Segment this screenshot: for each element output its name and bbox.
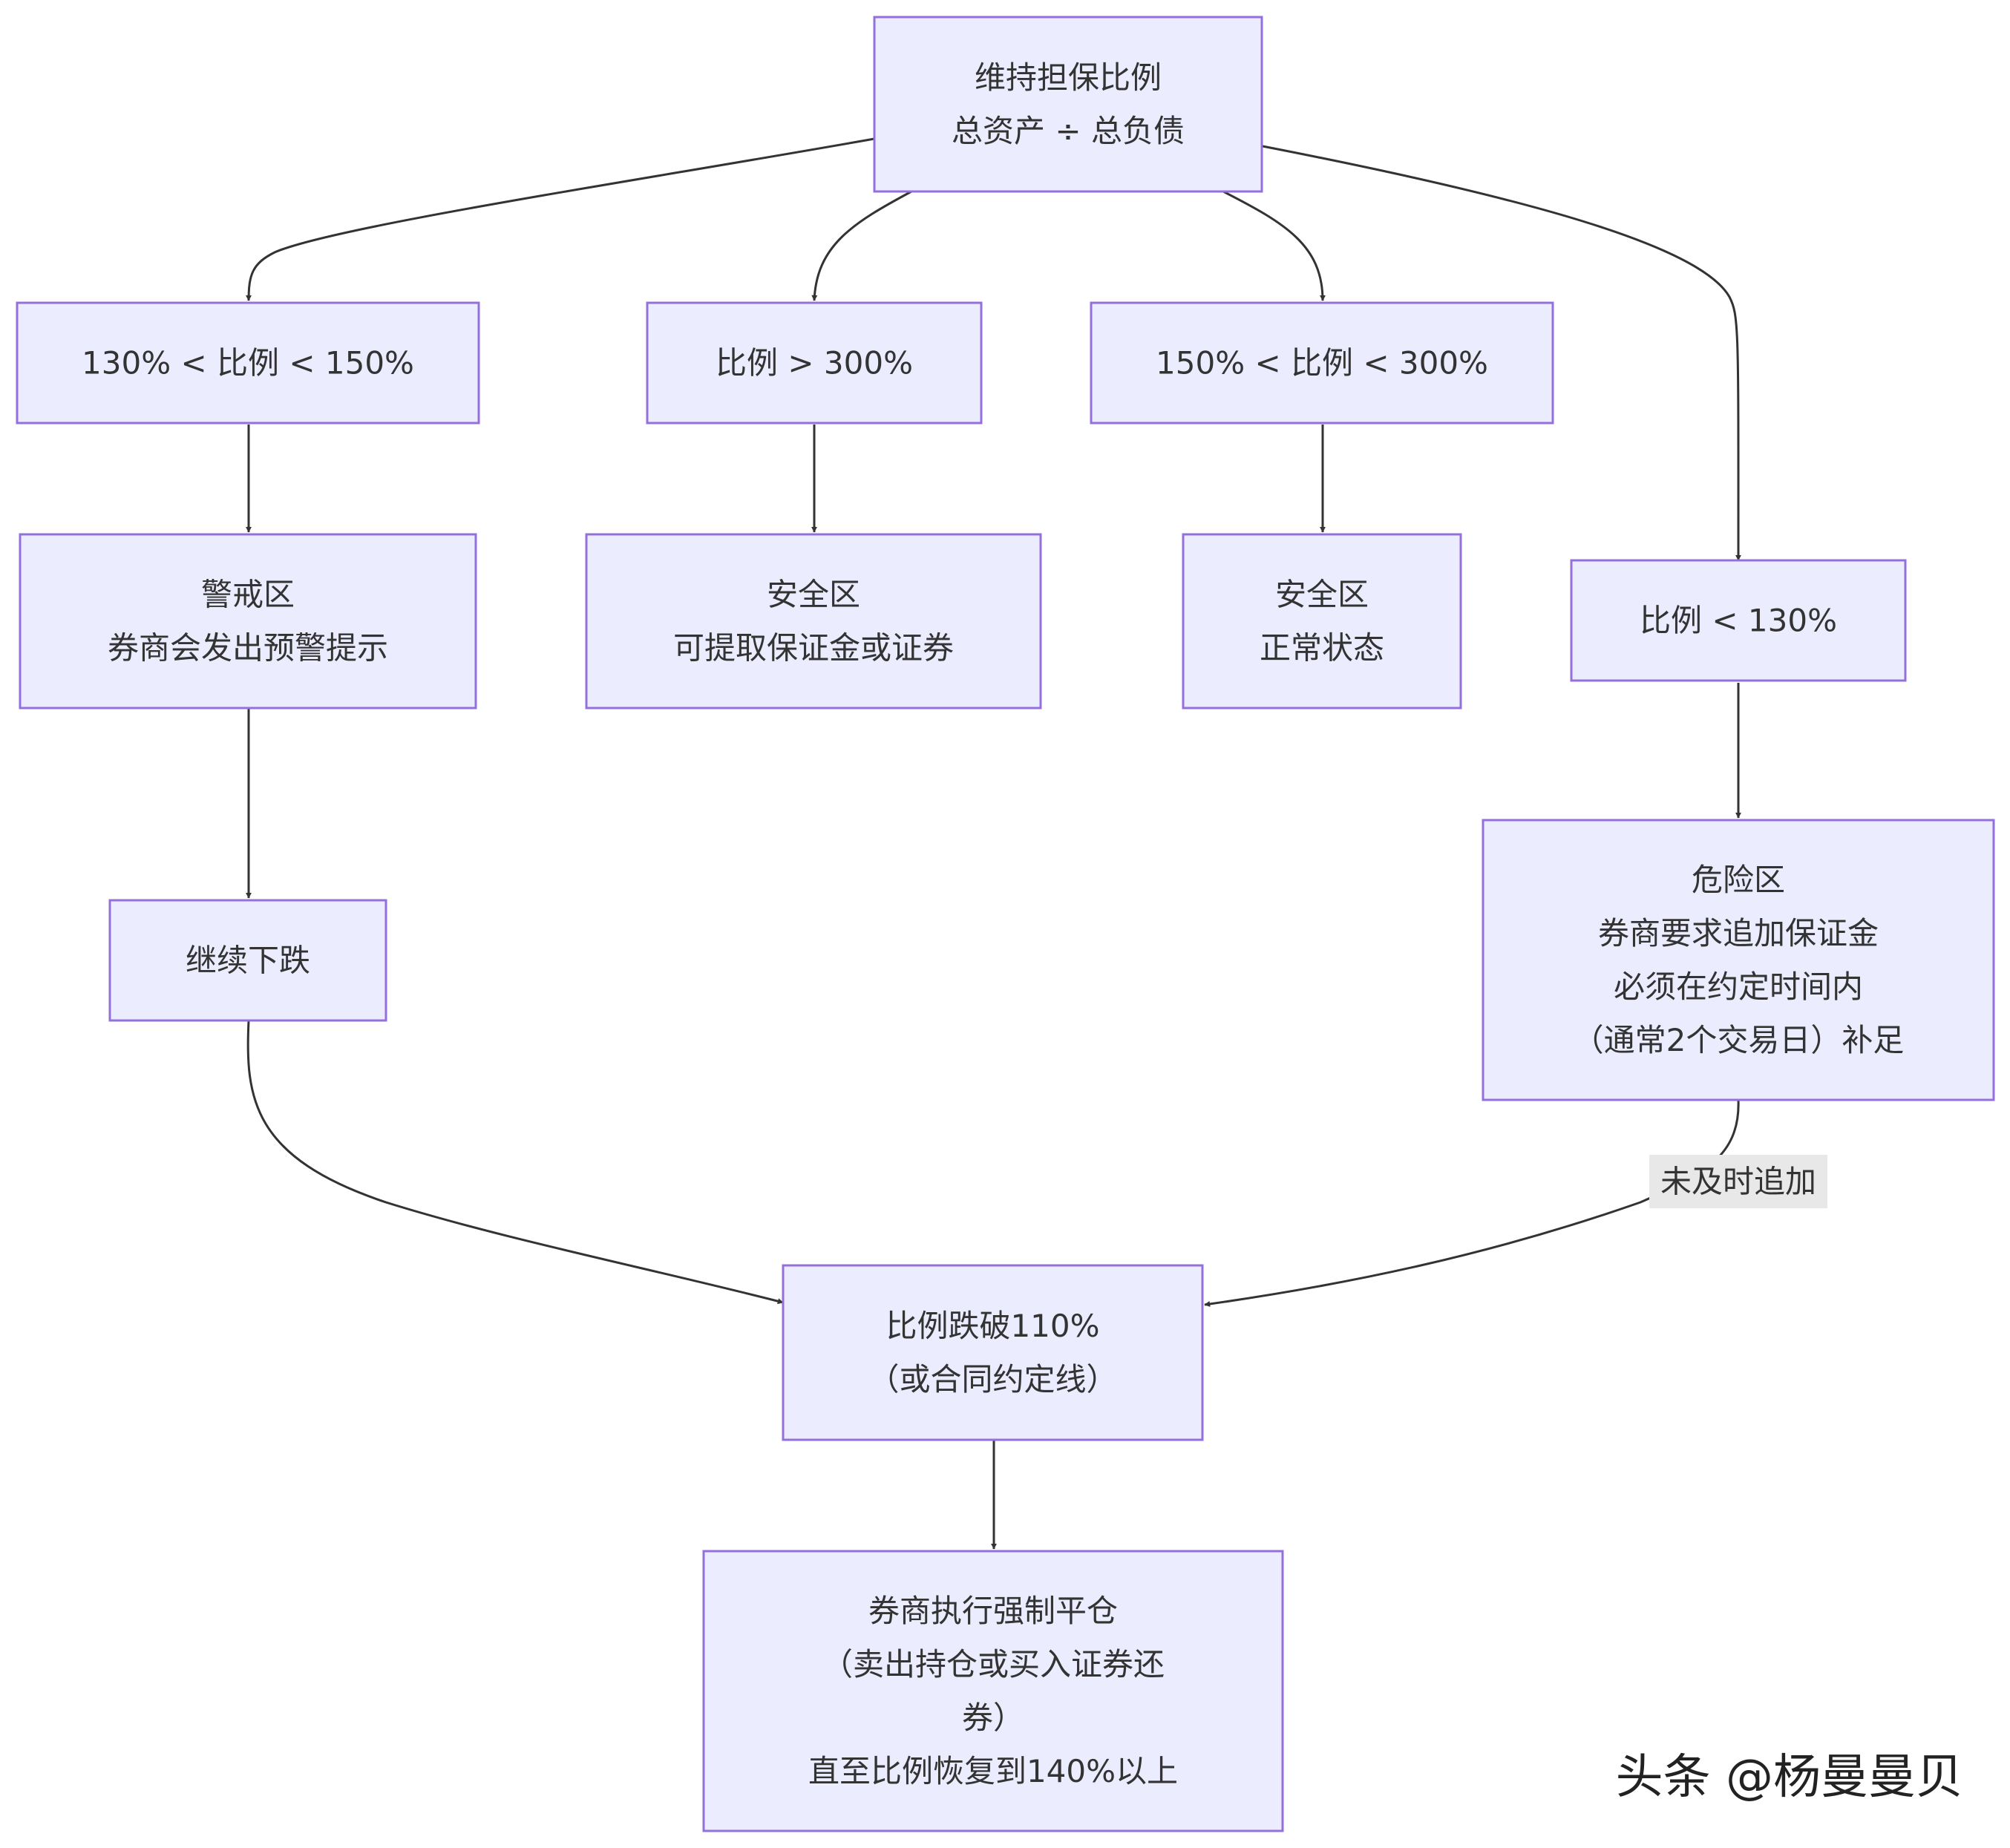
node-text-line: 警戒区 bbox=[201, 577, 295, 613]
node-box bbox=[1482, 819, 1995, 1101]
edge-continue-fall-to-below-110 bbox=[246, 1020, 784, 1305]
node-text-line: 维持担保比例 bbox=[975, 59, 1162, 96]
node-text-line: 券商要求追加保证金 bbox=[1598, 915, 1879, 951]
node-box bbox=[585, 533, 1042, 710]
edge-root-to-lt-130 bbox=[1262, 145, 1742, 561]
edge-root-to-gt-300 bbox=[811, 190, 912, 301]
node-range-130-150: 130% < 比例 < 150% bbox=[16, 301, 480, 425]
node-text-line: 正常状态 bbox=[1260, 630, 1384, 666]
node-box bbox=[702, 1550, 1284, 1832]
node-text-line: 可提取保证金或证券 bbox=[673, 630, 954, 666]
node-text-line: 危险区 bbox=[1692, 862, 1785, 898]
node-text-line: （或合同约定线） bbox=[868, 1361, 1117, 1398]
node-below-110: 比例跌破110% （或合同约定线） bbox=[782, 1264, 1204, 1441]
node-box bbox=[108, 899, 387, 1022]
node-box bbox=[1182, 533, 1462, 710]
node-text-line: 总资产 ÷ 总负债 bbox=[952, 113, 1185, 149]
node-text-line: 比例 < 130% bbox=[1640, 603, 1837, 639]
node-box bbox=[1570, 559, 1907, 682]
node-text-line: 150% < 比例 < 300% bbox=[1156, 345, 1488, 381]
node-continue-fall: 继续下跌 bbox=[108, 899, 387, 1022]
node-range-gt-300: 比例 > 300% bbox=[646, 301, 983, 425]
node-box bbox=[646, 301, 983, 425]
node-range-lt-130: 比例 < 130% bbox=[1570, 559, 1907, 682]
node-text-line: 券） bbox=[962, 1700, 1024, 1736]
edges bbox=[246, 137, 1742, 1550]
node-text-line: （卖出持仓或买入证券还 bbox=[822, 1646, 1165, 1682]
node-box bbox=[16, 301, 480, 425]
edge-danger-to-below-110 bbox=[1204, 1099, 1740, 1307]
watermark-text: 头条 @杨曼曼贝 bbox=[1616, 1750, 1963, 1805]
node-text-line: 安全区 bbox=[1275, 577, 1369, 613]
node-text-line: 券商会发出预警提示 bbox=[108, 630, 388, 666]
node-text-line: 继续下跌 bbox=[186, 943, 310, 979]
watermark: 头条 @杨曼曼贝 bbox=[1616, 1750, 1963, 1805]
node-text-line: 必须在约定时间内 bbox=[1614, 969, 1863, 1005]
node-text-line: 比例 > 300% bbox=[716, 345, 913, 381]
node-box bbox=[1090, 301, 1554, 425]
node-text-line: 直至比例恢复到140%以上 bbox=[808, 1753, 1178, 1789]
node-text-line: （通常2个交易日）补足 bbox=[1573, 1022, 1905, 1058]
node-text-line: 130% < 比例 < 150% bbox=[82, 345, 414, 381]
edge-label-not-in-time: 未及时追加 bbox=[1649, 1155, 1827, 1208]
edge-root-to-130-150 bbox=[246, 137, 875, 301]
node-box bbox=[19, 533, 477, 710]
node-box bbox=[782, 1264, 1204, 1441]
edge-root-to-150-300 bbox=[1222, 190, 1326, 301]
node-text-line: 券商执行强制平仓 bbox=[868, 1593, 1118, 1629]
node-text-line: 比例跌破110% bbox=[885, 1308, 1099, 1344]
edge-label-not-in-time-text: 未及时追加 bbox=[1660, 1164, 1816, 1200]
node-range-150-300: 150% < 比例 < 300% bbox=[1090, 301, 1554, 425]
node-box bbox=[873, 16, 1263, 193]
node-text-line: 安全区 bbox=[767, 577, 860, 613]
